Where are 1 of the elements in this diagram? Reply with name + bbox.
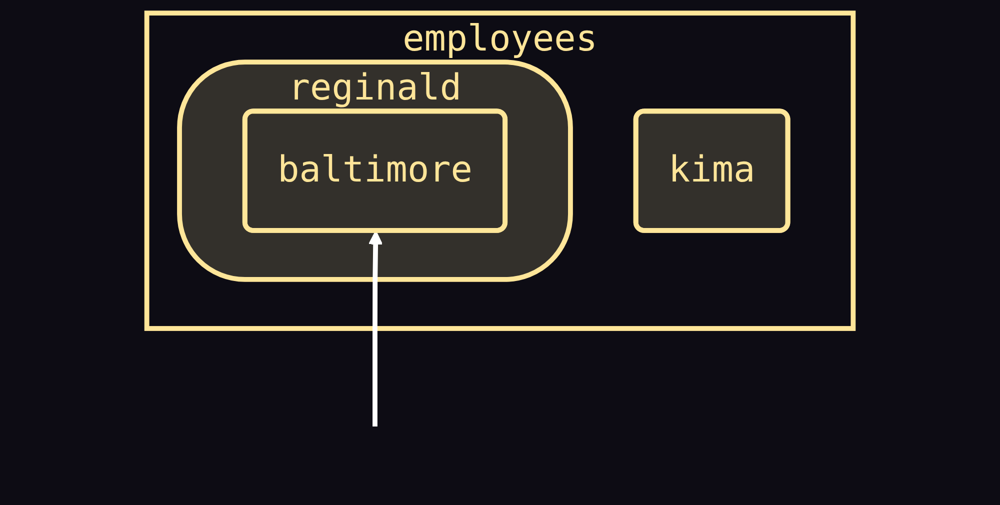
arrow — [368, 230, 383, 427]
